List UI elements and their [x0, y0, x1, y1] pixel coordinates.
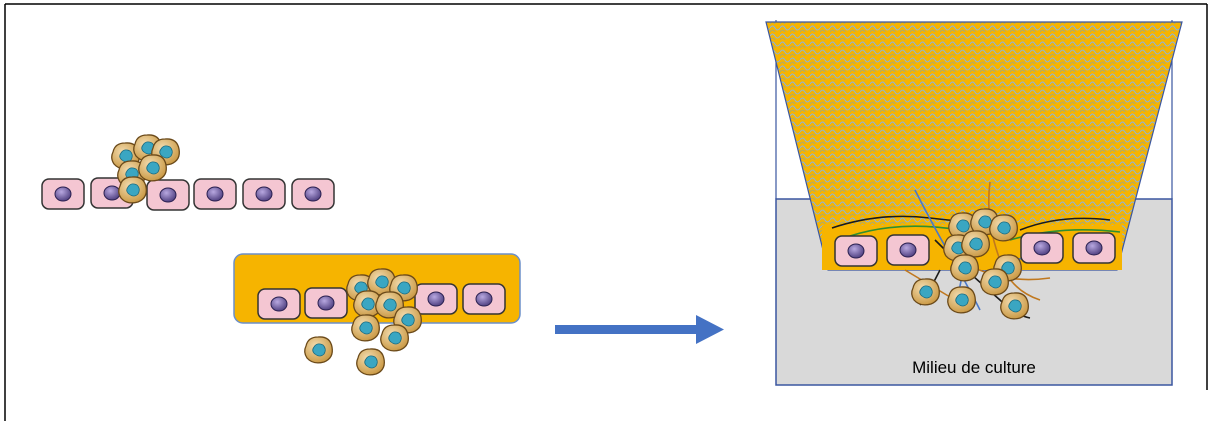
- invading-cell-icon: [950, 254, 979, 282]
- invading-cell-icon: [980, 268, 1009, 296]
- invading-cell-icon: [138, 154, 167, 182]
- invading-cell-icon: [118, 176, 147, 204]
- endothelial-cell-icon: [146, 179, 190, 211]
- endothelial-cell-icon: [1020, 232, 1064, 264]
- endothelial-cell-icon: [242, 178, 286, 210]
- invading-cell-icon: [351, 314, 380, 342]
- endothelial-cell-icon: [193, 178, 237, 210]
- culture-medium-label: Milieu de culture: [912, 358, 1036, 377]
- endothelial-cell-icon: [1072, 232, 1116, 264]
- invading-cell-icon: [1000, 292, 1029, 320]
- endothelial-monolayer-top: [41, 177, 335, 211]
- endothelial-cell-icon: [41, 178, 85, 210]
- invading-cell-icon: [356, 348, 385, 376]
- invading-cell-icon: [947, 286, 976, 314]
- endothelial-cell-icon: [834, 235, 878, 267]
- invading-cell-icon: [380, 324, 409, 352]
- endothelial-cell-icon: [304, 287, 348, 319]
- endothelial-cell-icon: [257, 288, 301, 320]
- right-arrow-icon: [555, 315, 724, 344]
- invading-cell-icon: [961, 230, 990, 258]
- endothelial-cell-icon: [414, 283, 458, 315]
- endothelial-cell-icon: [462, 283, 506, 315]
- invading-cell-icon: [989, 214, 1018, 242]
- invading-cell-icon: [304, 336, 333, 364]
- endothelial-cell-icon: [291, 178, 335, 210]
- invading-cell-icon: [911, 278, 940, 306]
- endothelial-cell-icon: [886, 234, 930, 266]
